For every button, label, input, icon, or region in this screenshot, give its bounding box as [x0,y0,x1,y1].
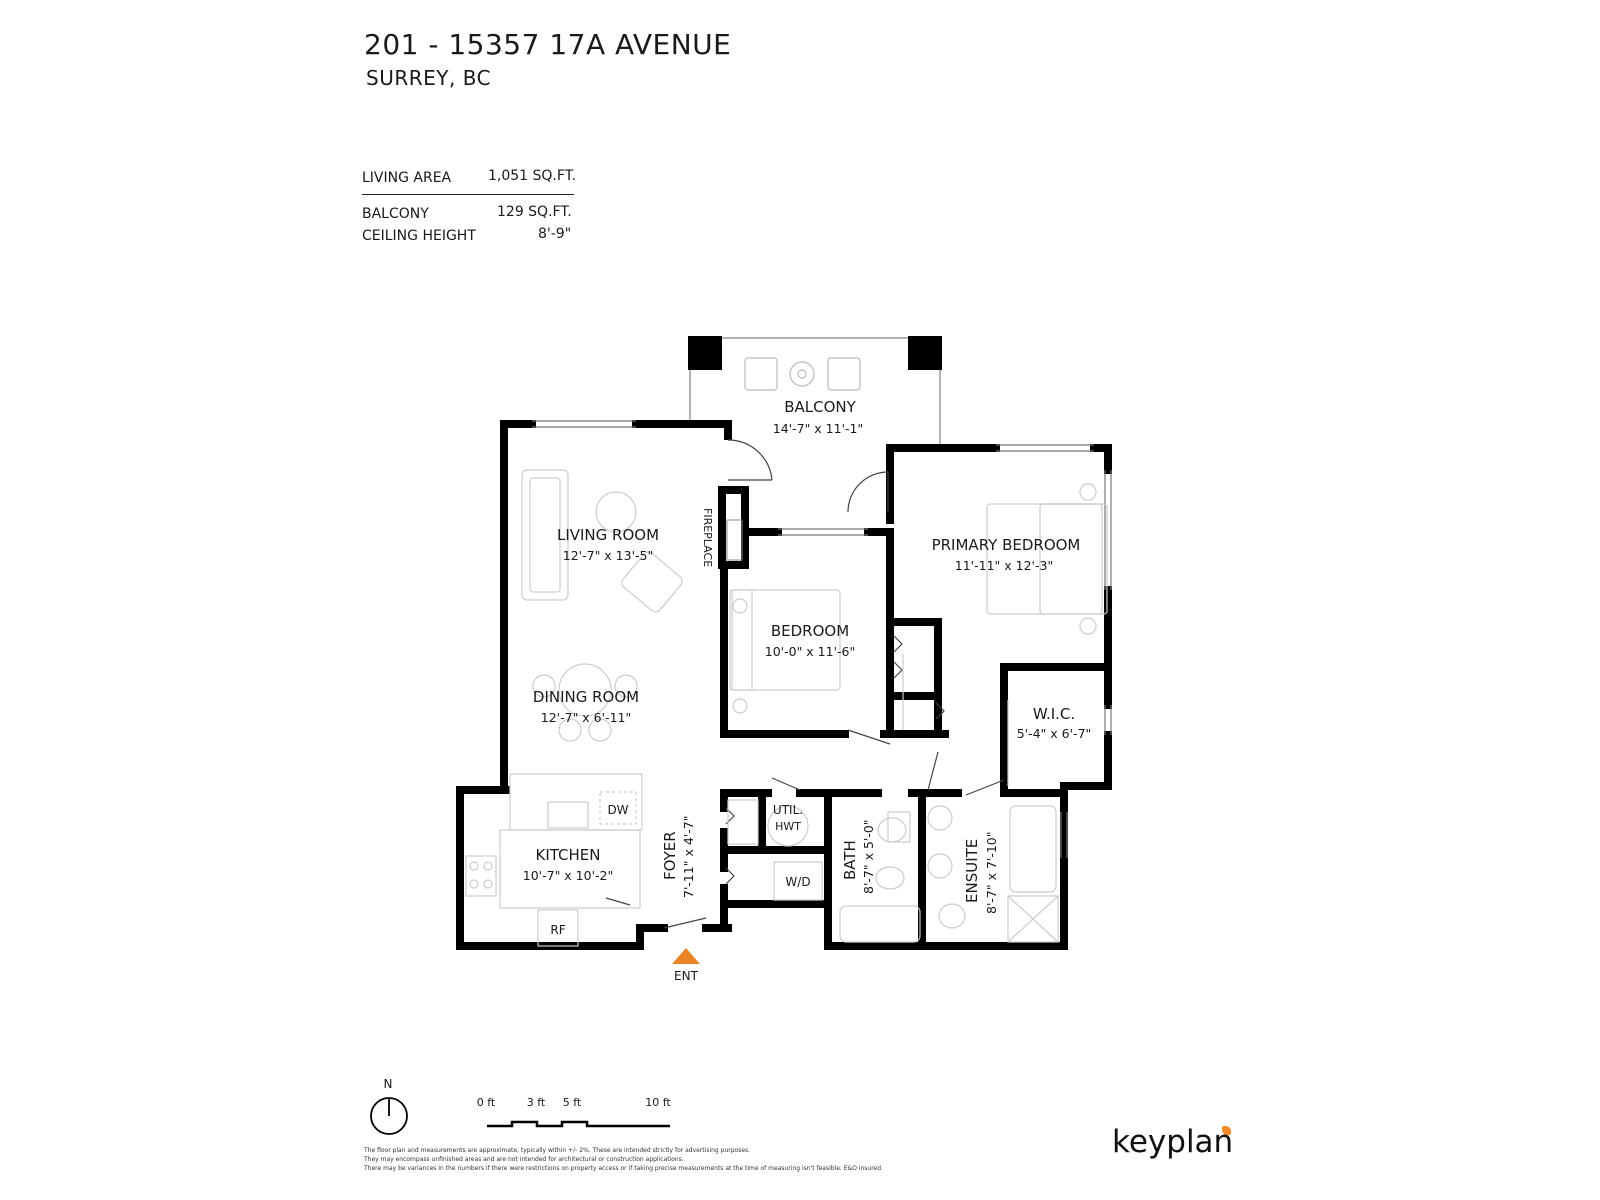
compass-label: N [384,1077,393,1091]
scale-tick-10: 10 ft [645,1096,671,1109]
bedroom-label: BEDROOM [771,622,849,640]
wic-label: W.I.C. [1033,705,1075,723]
foyer-dims: 7'-11" x 4'-7" [681,815,696,898]
windows [532,420,1112,858]
furniture [465,469,1108,947]
ensuite-dims: 8'-7" x 7'-10" [984,831,999,914]
disclaimer-line: The floor plan and measurements are appr… [364,1147,751,1154]
balcony-railing [689,337,941,448]
foyer-label: FOYER [661,831,679,880]
bath-dims: 8'-7" x 5'-0" [861,819,876,894]
disclaimer-line: They may encompass unfinished areas and … [364,1156,684,1163]
living-room-dims: 12'-7" x 13'-5" [563,548,653,563]
walls [456,420,1112,950]
wic-dims: 5'-4" x 6'-7" [1017,726,1092,741]
util-label: UTIL. [773,803,803,817]
bedroom-dims: 10'-0" x 11'-6" [765,644,855,659]
fireplace-label: FIREPLACE [701,508,714,567]
refrigerator-label: RF [550,923,565,937]
disclaimer: The floor plan and measurements are appr… [364,1146,883,1173]
page-title: 201 - 15357 17A AVENUE [364,28,732,61]
hot-water-tank-label: HWT [775,820,801,833]
page-subtitle: SURREY, BC [366,66,492,90]
kitchen-dims: 10'-7" x 10'-2" [523,868,613,883]
ensuite-label: ENSUITE [963,839,981,903]
ceiling-height-label: CEILING HEIGHT [362,228,476,244]
balcony-column-left [688,336,722,370]
primary-bedroom-label: PRIMARY BEDROOM [932,536,1081,554]
fireplace-box [726,519,743,561]
washer-dryer-label: W/D [785,875,810,889]
scale-tick-5: 5 ft [563,1096,582,1109]
scale-bar: 0 ft 3 ft 5 ft 10 ft [477,1096,671,1128]
balcony-area-label: BALCONY [362,206,429,222]
primary-bedroom-dims: 11'-11" x 12'-3" [955,558,1053,573]
living-area-label: LIVING AREA [362,170,452,186]
entrance-label: ENT [674,969,699,983]
living-room-label: LIVING ROOM [557,526,659,544]
kitchen-label: KITCHEN [536,846,601,864]
entrance-marker-icon [672,948,700,964]
dining-room-label: DINING ROOM [533,688,639,706]
brand-logo: keyplan [1112,1124,1234,1160]
balcony-dims: 14'-7" x 11'-1" [773,421,863,436]
balcony-column-right [908,336,942,370]
dining-room-dims: 12'-7" x 6'-11" [541,710,631,725]
living-area-value: 1,051 SQ.FT. [488,168,577,184]
stats-divider [362,194,574,195]
scale-tick-3: 3 ft [527,1096,546,1109]
balcony-furniture [744,357,861,391]
balcony-label: BALCONY [784,398,856,416]
scale-tick-0: 0 ft [477,1096,496,1109]
balcony-area-value: 129 SQ.FT. [497,204,572,220]
ceiling-height-value: 8'-9" [538,226,572,242]
bath-label: BATH [841,840,859,880]
dishwasher-label: DW [607,803,628,817]
door-swings [605,439,1005,929]
disclaimer-line: There may be variances in the numbers if… [364,1165,883,1172]
brand-leaf-icon [1222,1126,1231,1135]
